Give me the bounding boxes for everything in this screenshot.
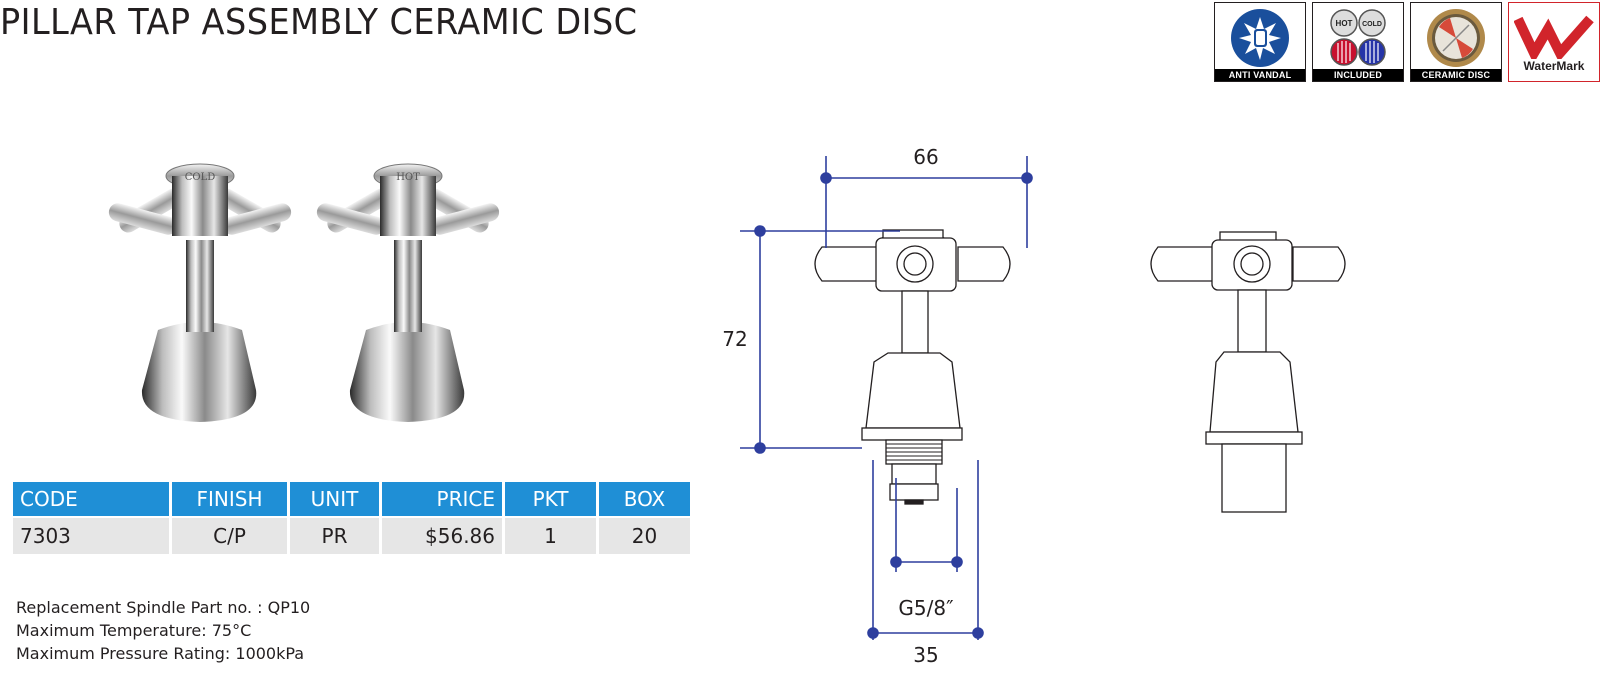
cell-finish: C/P [172,516,287,554]
cold-handle-label: COLD [185,172,216,183]
watermark-logo [1514,15,1594,59]
max-pressure-note: Maximum Pressure Rating: 1000kPa [16,644,305,663]
ceramic-disc-icon [1427,9,1485,67]
dimension-height: 72 [722,327,747,351]
col-code-header: CODE [13,482,169,516]
dimension-width-top: 66 [913,145,938,169]
cold-tap-photo: COLD [108,163,292,422]
feature-badges: ANTI VANDAL HOT COLD INCLUDED CERAMIC DI… [1214,2,1600,82]
col-finish-header: FINISH [172,482,287,516]
anti-vandal-badge: ANTI VANDAL [1214,2,1306,82]
cell-pkt: 1 [505,516,596,554]
product-photo: COLD HOT [108,163,500,422]
hot-cold-indices-icon: HOT COLD [1330,9,1386,66]
col-unit-header: UNIT [290,482,379,516]
cell-unit: PR [290,516,379,554]
badge-label: ANTI VANDAL [1215,69,1305,81]
page-title: PILLAR TAP ASSEMBLY CERAMIC DISC [0,2,638,43]
max-temperature-note: Maximum Temperature: 75°C [16,621,252,640]
hot-index-label: HOT [1336,19,1353,28]
spindle-part-note: Replacement Spindle Part no. : QP10 [16,598,311,617]
dimension-lines [740,156,1033,640]
cell-code: 7303 [13,516,169,554]
hot-tap-photo: HOT [316,163,500,422]
spec-notes: Replacement Spindle Part no. : QP10 Maxi… [16,596,310,665]
included-badge: HOT COLD INCLUDED [1312,2,1404,82]
badge-label: CERAMIC DISC [1411,69,1501,81]
side-view-outline [1150,231,1346,513]
dimension-width-bottom: 35 [913,643,938,667]
watermark-badge: WaterMark [1508,2,1600,82]
badge-label: INCLUDED [1313,69,1403,81]
anti-vandal-icon [1231,9,1289,67]
table-header-row: CODE FINISH UNIT PRICE PKT BOX [13,482,690,516]
col-pkt-header: PKT [505,482,596,516]
front-view-outline [814,229,1011,505]
cold-index-label: COLD [1362,21,1382,28]
spec-table: CODE FINISH UNIT PRICE PKT BOX 7303 C/P … [10,482,693,554]
table-row: 7303 C/P PR $56.86 1 20 [13,516,690,554]
cell-price: $56.86 [382,516,502,554]
hot-handle-label: HOT [396,172,420,183]
technical-drawing: 66 72 G5/8″ 35 [722,145,1346,667]
col-price-header: PRICE [382,482,502,516]
cell-box: 20 [599,516,690,554]
dimension-thread: G5/8″ [898,596,953,620]
ceramic-disc-badge: CERAMIC DISC [1410,2,1502,82]
col-box-header: BOX [599,482,690,516]
watermark-label: WaterMark [1523,59,1585,73]
